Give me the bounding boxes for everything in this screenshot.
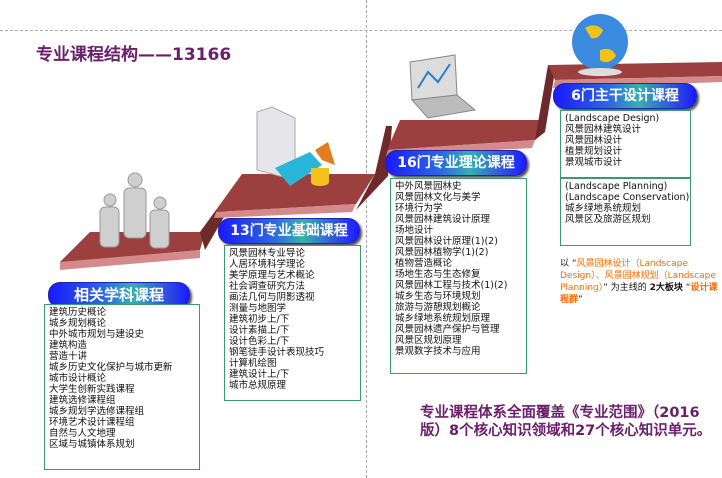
course-item: 中外风景园林史	[395, 181, 462, 192]
course-item: 旅游与游憩规划概论	[395, 302, 481, 313]
course-item: 风景区规划原理	[395, 335, 462, 346]
course-item: 风景园林建筑设计	[565, 124, 642, 135]
course-item: 计算机绘图	[229, 358, 277, 369]
note-text: ”	[578, 295, 583, 305]
course-item: 区域与城镇体系规划	[49, 439, 135, 450]
course-item: 中外城市规划与建设史	[49, 329, 145, 340]
course-item: 风景园林设计	[565, 135, 623, 146]
basic-courses-list: 风景园林专业导论人居环境科学理论美学原理与艺术概论社会调查研究方法画法几何与阴影…	[224, 245, 361, 401]
course-item: 植物营造概论	[395, 258, 453, 269]
course-item: 设计色彩上/下	[229, 336, 290, 347]
basic-courses-heading: 13门专业基础课程	[218, 218, 360, 244]
note-text: 以 “	[560, 259, 577, 269]
design-note: 以 “风景园林设计（Landscape Design）、风景园林规划（Lands…	[560, 258, 720, 306]
course-item: 环境行为学	[395, 203, 443, 214]
course-item: (Landscape Design)	[565, 113, 660, 124]
note-highlight: 设计课程群	[560, 283, 718, 305]
course-item: 城乡历史文化保护与城市更新	[49, 362, 173, 373]
course-item: 建筑历史概论	[49, 307, 107, 318]
course-item: 建筑构造	[49, 340, 88, 351]
design-courses-group-landscape-planning: (Landscape Planning)(Landscape Conservat…	[560, 178, 691, 246]
course-item: 美学原理与艺术概论	[229, 270, 315, 281]
course-item: 风景区及旅游区规划	[565, 214, 651, 225]
course-item: 城乡绿地系统规划原理	[395, 313, 491, 324]
course-item: (Landscape Planning)	[565, 181, 668, 192]
course-item: 风景园林工程与技术(1)(2)	[395, 280, 508, 291]
course-item: 风景园林建筑设计原理	[395, 214, 491, 225]
design-courses-group-landscape-design: (Landscape Design)风景园林建筑设计风景园林设计植景规划设计景观…	[560, 110, 691, 178]
design-courses-heading: 6门主干设计课程	[553, 83, 697, 109]
note-text: ” 为主线的	[603, 283, 650, 293]
course-item: 场地设计	[395, 225, 434, 236]
summary-text: 专业课程体系全面覆盖《专业范围》（2016版）8个核心知识领域和27个核心知识单…	[420, 405, 712, 439]
course-item: 画法几何与阴影透视	[229, 292, 315, 303]
course-item: 自然与人文地理	[49, 428, 116, 439]
laptop-icon	[409, 54, 477, 119]
course-item: 风景园林遗产保护与管理	[395, 324, 500, 335]
course-item: 设计素描上/下	[229, 325, 290, 336]
course-item: 营造十讲	[49, 351, 88, 362]
course-item: 景观数字技术与应用	[395, 346, 481, 357]
course-item: 建筑选修课程组	[49, 395, 116, 406]
money-icon	[275, 142, 335, 186]
building-icon	[256, 106, 296, 181]
course-item: 城乡生态与环境规划	[395, 291, 481, 302]
course-item: 大学生创新实践课程	[49, 384, 135, 395]
course-item: 城乡绿地系统规划	[565, 203, 642, 214]
theory-courses-heading: 16门专业理论课程	[385, 150, 527, 176]
course-item: 城乡规划概论	[49, 318, 107, 329]
page-title: 专业课程结构——13166	[36, 45, 232, 65]
course-item: 城乡规划学选修课程组	[49, 406, 145, 417]
related-courses-list: 建筑历史概论城乡规划概论中外城市规划与建设史建筑构造营造十讲城乡历史文化保护与城…	[44, 304, 200, 470]
note-bold: 2大板块	[649, 283, 683, 293]
course-item: 景观城市设计	[565, 157, 623, 168]
course-item: 建筑初步上/下	[229, 314, 290, 325]
course-item: 风景园林专业导论	[229, 248, 306, 259]
guide-line-vertical	[366, 0, 367, 478]
course-item: 风景园林植物学(1)(2)	[395, 247, 489, 258]
course-item: 环境艺术设计课程组	[49, 417, 135, 428]
course-item: (Landscape Conservation)	[565, 192, 690, 203]
course-item: 场地生态与生态修复	[395, 269, 481, 280]
note-text: “	[682, 283, 691, 293]
course-item: 城市设计概论	[49, 373, 107, 384]
course-item: 植景规划设计	[565, 146, 623, 157]
related-courses-heading: 相关学科课程	[48, 282, 190, 308]
course-item: 风景园林文化与美学	[395, 192, 481, 203]
course-item: 测量与地图学	[229, 303, 287, 314]
course-item: 风景园林设计原理(1)(2)	[395, 236, 498, 247]
people-icon	[99, 172, 170, 249]
globe-icon	[572, 14, 628, 76]
note-highlight: 风景园林设计（Landscape Design）、风景园林规划（Landscap…	[560, 259, 716, 293]
course-item: 建筑设计上/下	[229, 369, 290, 380]
theory-courses-list: 中外风景园林史风景园林文化与美学环境行为学风景园林建筑设计原理场地设计风景园林设…	[390, 178, 527, 374]
course-item: 人居环境科学理论	[229, 259, 306, 270]
guide-line-horizontal	[0, 30, 722, 31]
course-item: 城市总规原理	[229, 380, 287, 391]
course-item: 社会调查研究方法	[229, 281, 306, 292]
course-item: 钢笔徒手设计表现技巧	[229, 347, 325, 358]
